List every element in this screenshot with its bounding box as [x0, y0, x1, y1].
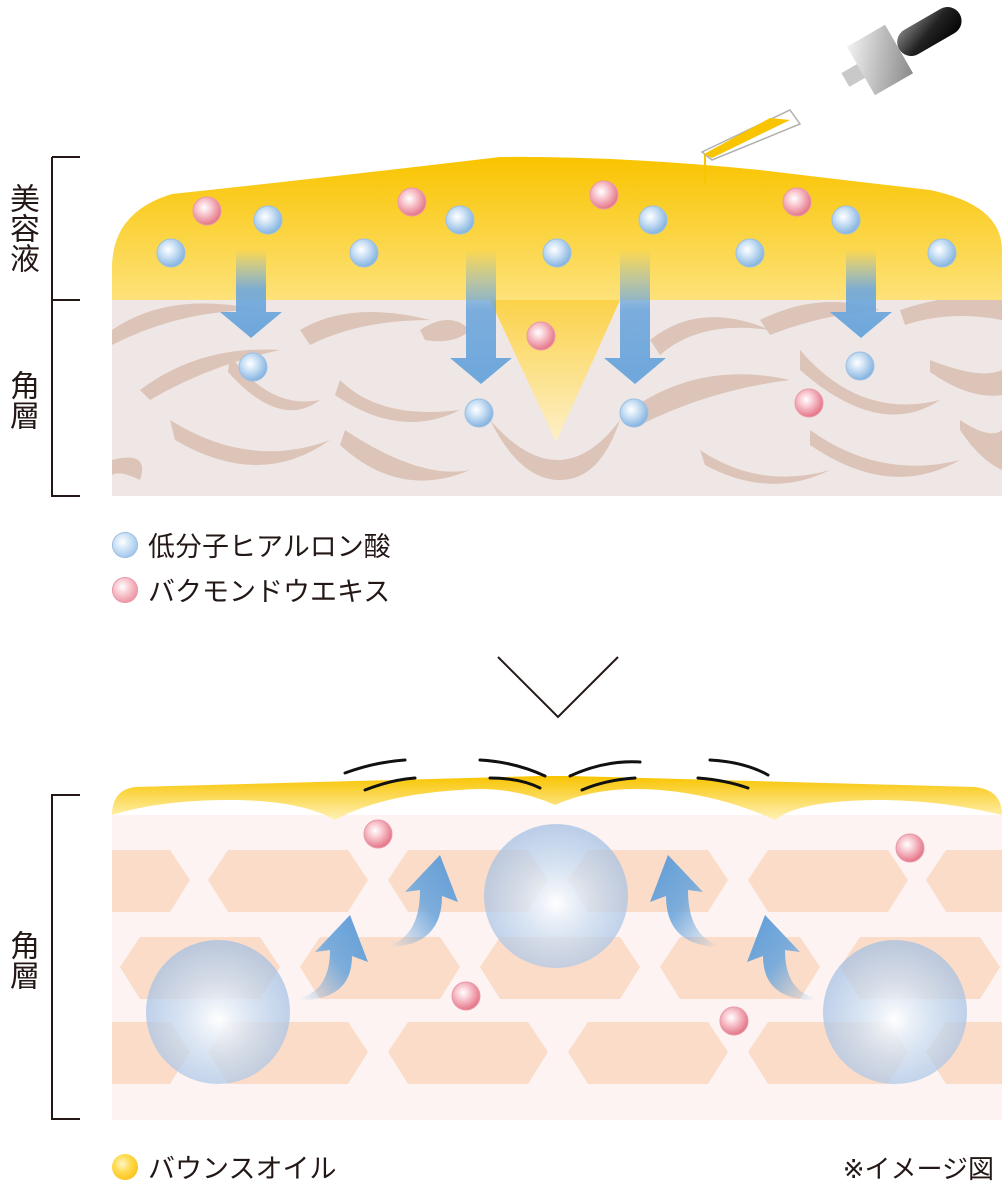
hyaluronic-dot-icon — [112, 531, 138, 558]
serum-label: 美容液 — [4, 182, 39, 273]
bottom-stratum-label: 角層 — [4, 930, 39, 990]
legend-hyaluronic-label: 低分子ヒアルロン酸 — [148, 532, 391, 563]
legend-bakumondo: バクモンドウエキス — [112, 570, 390, 609]
bottom-bakumondo-particles — [363, 819, 925, 1036]
penetration-arrows — [220, 250, 892, 384]
hyaluronic-acid-particle — [156, 205, 957, 428]
legend-hyaluronic: 低分子ヒアルロン酸 — [112, 525, 391, 564]
plump-hyaluronic-spheres — [146, 824, 967, 1084]
bakumondo-extract-particle — [192, 180, 824, 418]
serum-penetration-wedge — [490, 300, 620, 442]
upward-curved-arrows — [300, 855, 815, 1000]
chevron-down-icon — [497, 656, 619, 719]
top-stratum-label: 角層 — [4, 370, 39, 430]
elasticity-marks — [343, 758, 770, 792]
image-note: ※イメージ図 — [842, 1155, 994, 1185]
bottom-bracket — [51, 794, 80, 1120]
serum-layer — [112, 156, 1002, 300]
top-bracket — [51, 156, 80, 497]
legend-bounce-oil: バウンスオイル — [112, 1147, 336, 1186]
bounce-oil-layer — [112, 776, 1002, 820]
oil-dot-icon — [112, 1153, 138, 1180]
bakumondo-dot-icon — [112, 576, 138, 603]
pipette-icon — [700, 7, 962, 183]
legend-bounce-oil-label: バウンスオイル — [148, 1154, 337, 1185]
top-particles — [156, 180, 957, 428]
legend-bakumondo-label: バクモンドウエキス — [148, 577, 391, 608]
